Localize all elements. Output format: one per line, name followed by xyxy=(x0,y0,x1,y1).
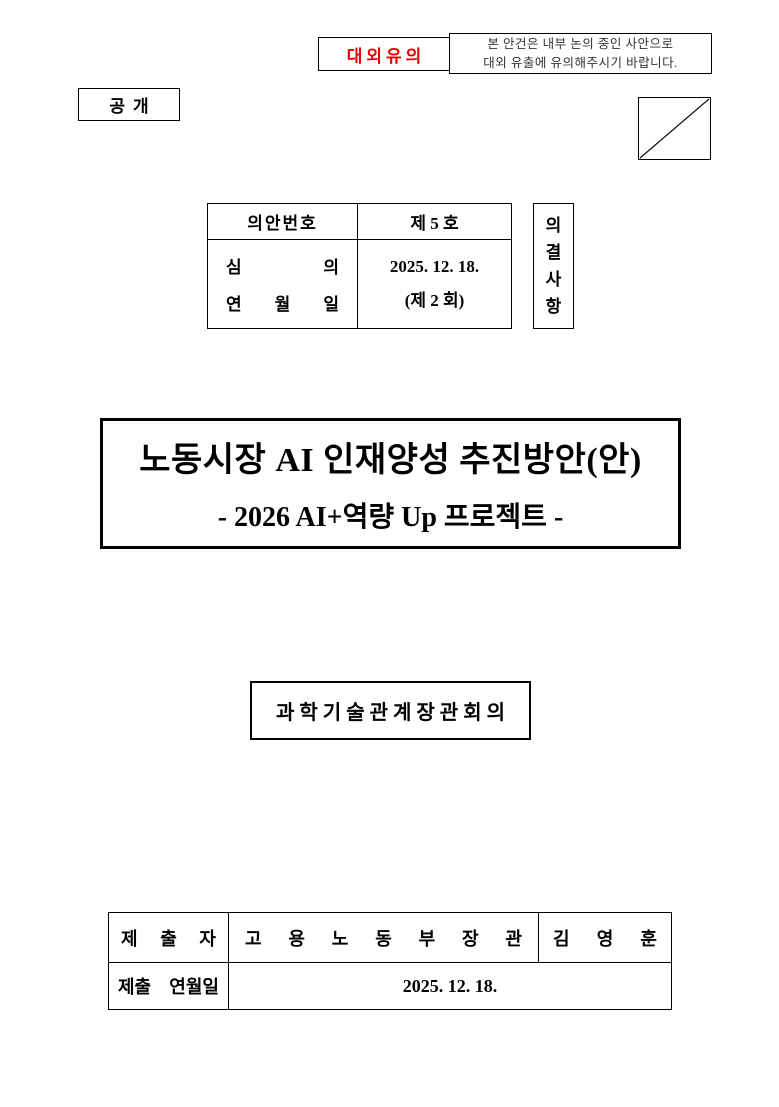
resolution-char-3: 사 xyxy=(545,270,562,289)
submission-date-value: 2025. 12. 18. xyxy=(402,975,498,996)
submission-table: 제 출 자 고 용 노 동 부 장 관 김 영 훈 제출 연월일 2025. 1… xyxy=(108,912,672,1010)
review-date-value: 2025. 12. 18. (제 2 회) xyxy=(358,240,511,328)
external-caution-label: 대외유의 xyxy=(346,46,426,66)
submitter-label-cell: 제 출 자 xyxy=(109,913,229,963)
submitter-title: 고 용 노 동 부 장 관 xyxy=(245,928,522,949)
review-session: (제 2 회) xyxy=(404,291,465,310)
submission-date-label-cell: 제출 연월일 xyxy=(109,963,229,1009)
diagonal-stamp-box xyxy=(638,97,711,160)
notice-line-1: 본 안건은 내부 논의 중인 사안으로 xyxy=(487,37,674,52)
resolution-char-4: 항 xyxy=(545,297,562,316)
resolution-char-1: 의 xyxy=(545,216,562,235)
submitter-name-cell: 김 영 훈 xyxy=(539,913,671,963)
title-box: 노동시장 AI 인재양성 추진방안(안) - 2026 AI+역량 Up 프로젝… xyxy=(100,418,681,549)
review-label-line-1: 심 의 xyxy=(226,258,339,277)
review-label-line-2: 연 월 일 xyxy=(226,295,339,314)
submission-date-label: 제출 연월일 xyxy=(118,977,219,997)
agenda-number-value: 제 5 호 xyxy=(358,204,511,240)
agenda-table: 의안번호 제 5 호 심 의 연 월 일 2025. 12. 18. (제 2 … xyxy=(207,203,512,329)
agenda-number-label: 의안번호 xyxy=(208,204,358,240)
meeting-name-box: 과학기술관계장관회의 xyxy=(250,681,531,740)
review-date: 2025. 12. 18. xyxy=(389,257,480,276)
document-subtitle: - 2026 AI+역량 Up 프로젝트 - xyxy=(217,502,564,533)
document-title: 노동시장 AI 인재양성 추진방안(안) xyxy=(139,442,642,479)
review-date-label: 심 의 연 월 일 xyxy=(208,240,358,328)
submitter-label: 제 출 자 xyxy=(121,928,216,949)
resolution-item-box: 의 결 사 항 xyxy=(533,203,574,329)
notice-text-box: 본 안건은 내부 논의 중인 사안으로 대외 유출에 유의해주시기 바랍니다. xyxy=(449,33,712,74)
diagonal-line-icon xyxy=(639,98,710,159)
notice-line-2: 대외 유출에 유의해주시기 바랍니다. xyxy=(483,55,678,70)
public-badge: 공개 xyxy=(78,88,180,121)
external-caution-badge: 대외유의 xyxy=(318,37,450,71)
submitter-name: 김 영 훈 xyxy=(553,928,657,949)
resolution-char-2: 결 xyxy=(545,243,562,262)
submitter-title-cell: 고 용 노 동 부 장 관 xyxy=(229,913,539,963)
